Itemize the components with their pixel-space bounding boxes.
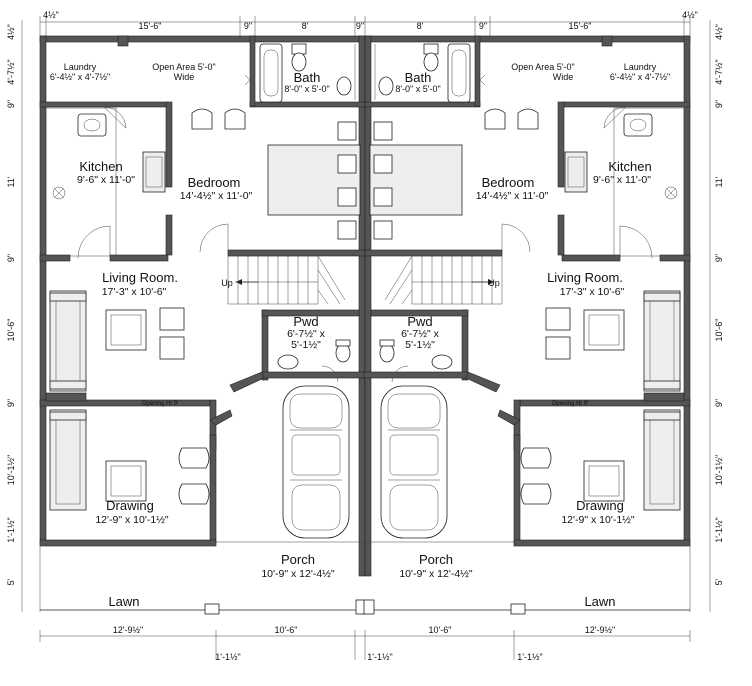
dim-bottom-gap-left: 1'-1½" bbox=[215, 652, 240, 662]
bedroom-size-right: 14'-4½" x 11'-0" bbox=[476, 190, 549, 202]
bath-name-left: Bath bbox=[294, 70, 321, 85]
dim-top-7: 15'-6" bbox=[569, 21, 592, 31]
pwd-size1-right: 6'-7½" x bbox=[401, 328, 440, 340]
dim-right-1: 4'-7½" bbox=[714, 59, 724, 84]
bedroom-name-right: Bedroom bbox=[482, 175, 535, 190]
dim-right-3: 11' bbox=[714, 176, 724, 187]
pwd-name-left: Pwd bbox=[293, 314, 318, 329]
dim-top-0: 4½" bbox=[43, 10, 59, 20]
pwd-name-right: Pwd bbox=[407, 314, 432, 329]
bath-size-right: 8'-0" x 5'-0" bbox=[395, 84, 440, 94]
bath-size-left: 8'-0" x 5'-0" bbox=[284, 84, 329, 94]
bedroom-name-left: Bedroom bbox=[188, 175, 241, 190]
dim-bottom-right-2: 10'-6" bbox=[429, 625, 452, 635]
kitchen-name-right: Kitchen bbox=[608, 159, 651, 174]
dim-right-6: 9" bbox=[714, 399, 724, 407]
pwd-size2-right: 5'-1½" bbox=[405, 339, 435, 351]
open-area-line2-right: Wide bbox=[553, 72, 574, 82]
dim-left-0: 4½" bbox=[6, 24, 16, 40]
drawing-name-left: Drawing bbox=[106, 498, 154, 513]
drawing-name-right: Drawing bbox=[576, 498, 624, 513]
dim-top-3: 8' bbox=[302, 21, 309, 31]
porch-size-right: 10'-9" x 12'-4½" bbox=[399, 568, 473, 580]
laundry-name-left: Laundry bbox=[64, 62, 97, 72]
porch-size-left: 10'-9" x 12'-4½" bbox=[261, 568, 335, 580]
dim-right-4: 9" bbox=[714, 254, 724, 262]
laundry-name-right: Laundry bbox=[624, 62, 657, 72]
left-dimensions: 4½" 4'-7½" 9" 11' 9" 10'-6" 9" 10'-1½" 1… bbox=[6, 20, 23, 612]
labels-left: Laundry 6'-4½" x 4'-7½" Open Area 5'-0" … bbox=[50, 62, 335, 609]
dim-top-8: 4½" bbox=[682, 10, 698, 20]
bath-name-right: Bath bbox=[405, 70, 432, 85]
dim-right-0: 4½" bbox=[714, 24, 724, 40]
bedroom-size-left: 14'-4½" x 11'-0" bbox=[180, 190, 253, 202]
dim-right-5: 10'-6" bbox=[714, 319, 724, 342]
drawing-size-left: 12'-9" x 10'-1½" bbox=[95, 514, 169, 526]
dim-bottom-gap-right: 1'-1½" bbox=[517, 652, 542, 662]
open-area-line1-right: Open Area 5'-0" bbox=[511, 62, 574, 72]
dim-top-5: 8' bbox=[417, 21, 424, 31]
dim-left-2: 9" bbox=[6, 100, 16, 108]
lawn-name-right: Lawn bbox=[584, 594, 615, 609]
top-dimensions: 4½" 15'-6" 9" 8' 9" 8' 9" 15'-6" 4½" bbox=[39, 10, 698, 36]
dim-bottom-gap-center: 1'-1½" bbox=[367, 652, 392, 662]
open-area-line1-left: Open Area 5'-0" bbox=[152, 62, 215, 72]
living-size-left: 17'-3" x 10'-6" bbox=[102, 286, 167, 298]
dim-right-2: 9" bbox=[714, 100, 724, 108]
dim-top-6: 9" bbox=[479, 21, 487, 31]
porch-name-left: Porch bbox=[281, 552, 315, 567]
dim-top-1: 15'-6" bbox=[139, 21, 162, 31]
kitchen-name-left: Kitchen bbox=[79, 159, 122, 174]
dim-top-4: 9" bbox=[356, 21, 364, 31]
labels-right: Laundry 6'-4½" x 4'-7½" Open Area 5'-0" … bbox=[395, 62, 670, 609]
dim-right-8: 1'-1½" bbox=[714, 517, 724, 542]
bottom-dimensions: 12'-9½" 10'-6" 10'-6" 12'-9½" 1'-1½" 1'-… bbox=[39, 625, 691, 662]
dim-left-7: 10'-1½" bbox=[6, 455, 16, 485]
opening-label-left: Opening Ht 9' bbox=[142, 401, 179, 407]
pwd-size2-left: 5'-1½" bbox=[291, 339, 321, 351]
dim-bottom-right-1: 12'-9½" bbox=[585, 625, 615, 635]
dim-bottom-left-1: 12'-9½" bbox=[113, 625, 143, 635]
kitchen-size-left: 9'-6" x 11'-0" bbox=[77, 174, 135, 186]
dim-top-2: 9" bbox=[244, 21, 252, 31]
living-name-right: Living Room. bbox=[547, 270, 623, 285]
dim-left-5: 10'-6" bbox=[6, 319, 16, 342]
living-size-right: 17'-3" x 10'-6" bbox=[560, 286, 625, 298]
living-name-left: Living Room. bbox=[102, 270, 178, 285]
up-label-left: Up bbox=[221, 278, 233, 288]
laundry-size-right: 6'-4½" x 4'-7½" bbox=[610, 72, 670, 82]
dim-bottom-left-2: 10'-6" bbox=[275, 625, 298, 635]
dim-right-7: 10'-1½" bbox=[714, 455, 724, 485]
laundry-size-left: 6'-4½" x 4'-7½" bbox=[50, 72, 110, 82]
dim-left-8: 1'-1½" bbox=[6, 517, 16, 542]
right-dimensions: 4½" 4'-7½" 9" 11' 9" 10'-6" 9" 10'-1½" 1… bbox=[709, 20, 724, 612]
dim-left-1: 4'-7½" bbox=[6, 59, 16, 84]
kitchen-size-right: 9'-6" x 11'-0" bbox=[593, 174, 651, 186]
dim-left-6: 9" bbox=[6, 399, 16, 407]
open-area-line2-left: Wide bbox=[174, 72, 195, 82]
dim-left-4: 9" bbox=[6, 254, 16, 262]
pwd-size1-left: 6'-7½" x bbox=[287, 328, 326, 340]
drawing-size-right: 12'-9" x 10'-1½" bbox=[561, 514, 635, 526]
up-label-right: Up bbox=[488, 278, 500, 288]
dim-left-9: 5' bbox=[6, 578, 16, 585]
lawn-name-left: Lawn bbox=[108, 594, 139, 609]
dim-left-3: 11' bbox=[6, 176, 16, 187]
opening-label-right: Opening Ht 9' bbox=[552, 401, 589, 407]
porch-name-right: Porch bbox=[419, 552, 453, 567]
dim-right-9: 5' bbox=[714, 578, 724, 585]
